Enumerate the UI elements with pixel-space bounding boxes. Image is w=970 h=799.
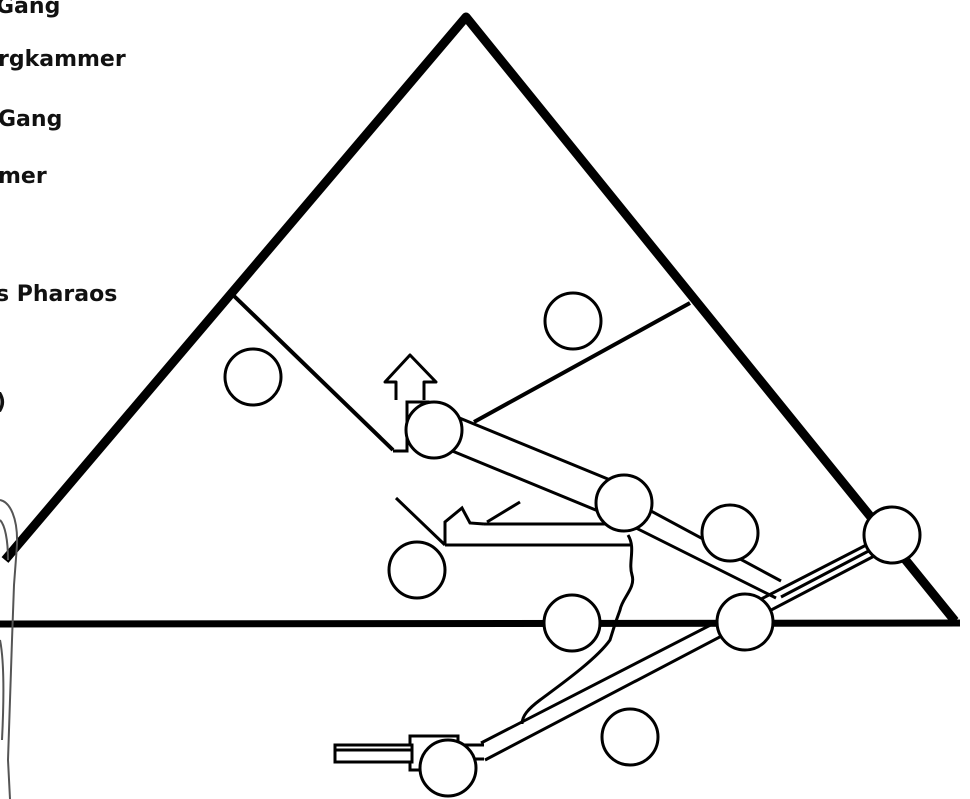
legend-item-gang-2: Gang xyxy=(0,107,63,132)
grand-gallery xyxy=(439,408,621,522)
answer-marker[interactable] xyxy=(542,593,602,653)
legend-item-gang-1: Gang xyxy=(0,0,61,19)
air-shaft-south xyxy=(473,301,691,424)
legend-item-pharaos: s Pharaos xyxy=(0,282,118,307)
air-shaft-north xyxy=(231,293,395,452)
queens-chamber xyxy=(394,496,630,547)
legend-item-kammer: mer xyxy=(0,164,47,189)
ground-line xyxy=(0,619,961,628)
passage-link xyxy=(780,543,881,599)
legend-item-paren: ) xyxy=(0,392,6,414)
answer-marker[interactable] xyxy=(862,505,922,565)
answer-marker[interactable] xyxy=(594,473,654,533)
answer-marker[interactable] xyxy=(700,503,760,563)
answer-marker[interactable] xyxy=(387,540,447,600)
answer-marker[interactable] xyxy=(715,592,775,652)
pyramid-outline xyxy=(1,12,959,624)
answer-marker[interactable] xyxy=(543,291,603,351)
descending-passage xyxy=(480,538,881,762)
relieving-chambers-arrow xyxy=(383,353,438,400)
answer-marker[interactable] xyxy=(600,707,660,767)
pharaoh-statue-icon xyxy=(0,499,19,799)
legend-item-sargkammer: rgkammer xyxy=(0,47,126,72)
answer-markers xyxy=(223,291,922,798)
answer-marker[interactable] xyxy=(418,738,478,798)
answer-marker[interactable] xyxy=(223,347,283,407)
well-shaft xyxy=(520,534,635,725)
answer-marker[interactable] xyxy=(404,400,464,460)
